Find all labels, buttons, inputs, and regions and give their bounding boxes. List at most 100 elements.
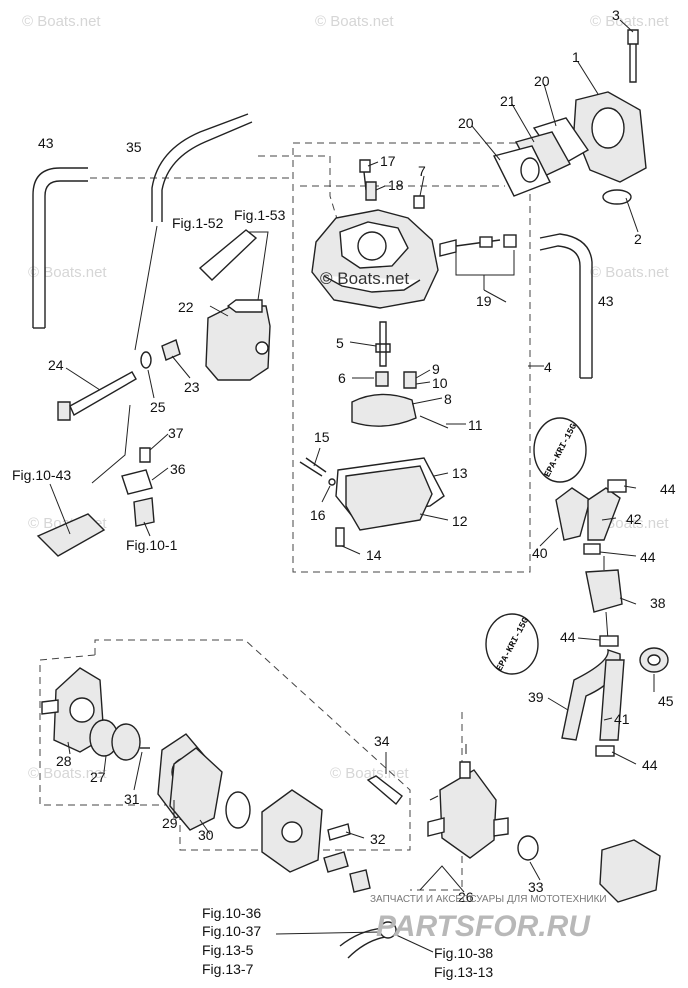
- plunger: [349, 869, 371, 893]
- washer-25: [140, 351, 152, 369]
- watermark: © Boats.net: [590, 13, 669, 30]
- callout-13: 13: [452, 465, 468, 481]
- fig-10-1-part: [133, 497, 155, 527]
- fig-ref: Fig.10-43: [12, 467, 71, 483]
- bolt-24-head: [57, 401, 71, 421]
- fig-1-53-leader: [248, 231, 269, 301]
- watermark: © Boats.net: [315, 13, 394, 30]
- pilot-spring-19: [479, 236, 493, 248]
- carb-link-dash: [258, 155, 339, 223]
- screw-32: [327, 823, 351, 841]
- fig-10-43-elbow: [36, 513, 106, 557]
- o-ring-2: [602, 189, 632, 205]
- clip-44: [595, 745, 615, 757]
- callout-37: 37: [168, 425, 184, 441]
- callout-18: 18: [388, 177, 404, 193]
- pump-inlet: [427, 817, 445, 837]
- fig-10-38-clip: [379, 921, 397, 939]
- dashed-frames: [39, 142, 531, 891]
- grommet-hole: [647, 654, 661, 666]
- callout-25: 25: [150, 399, 166, 415]
- bracket-illustration: [599, 839, 661, 903]
- fig-ref: Fig.10-36: [202, 905, 261, 921]
- callout-numbers: 3 1 20 21 20 2 43 35 17 18 7 19 43 22 5 …: [38, 7, 676, 905]
- fig-ref: Fig.10-38: [434, 945, 493, 961]
- spring-seat: [323, 851, 349, 873]
- callout-41: 41: [614, 711, 630, 727]
- carburetor-frame: [292, 142, 531, 573]
- fig-ref: Fig.1-53: [234, 207, 286, 223]
- callout-5: 5: [336, 335, 344, 351]
- callout-42: 42: [626, 511, 642, 527]
- float-8: [351, 393, 417, 427]
- collar-23: [161, 339, 181, 361]
- callout-1: 1: [572, 49, 580, 65]
- o-ring-16: [328, 478, 336, 486]
- callout-35: 35: [126, 139, 142, 155]
- bracket-top: [226, 299, 263, 313]
- callout-17: 17: [380, 153, 396, 169]
- valve-plate: [111, 723, 141, 761]
- callout-34: 34: [374, 733, 390, 749]
- callout-12: 12: [452, 513, 468, 529]
- clamp-36: [121, 469, 153, 495]
- pump-cover-hole: [281, 821, 303, 843]
- callout-8: 8: [444, 391, 452, 407]
- callout-15: 15: [314, 429, 330, 445]
- fig-ref: Fig.13-5: [202, 942, 254, 958]
- carburetor-edge: [323, 275, 421, 293]
- spring: [225, 791, 251, 829]
- clip-44: [599, 635, 619, 647]
- callout-32: 32: [370, 831, 386, 847]
- spring-18: [365, 181, 377, 201]
- needle-valve-9: [403, 371, 417, 389]
- screw-14: [335, 527, 345, 547]
- brand-tagline: ЗАПЧАСТИ И АКСЕССУАРЫ ДЛЯ МОТОТЕХНИКИ: [370, 894, 607, 905]
- callout-44: 44: [660, 481, 676, 497]
- bracket-19-leader: [455, 250, 515, 290]
- callout-24: 24: [48, 357, 64, 373]
- epa-tag-lower: EPA-KRI-15G: [485, 613, 539, 675]
- callout-40: 40: [532, 545, 548, 561]
- callout-44: 44: [642, 757, 658, 773]
- callout-21: 21: [500, 93, 516, 109]
- hose-path: [91, 225, 158, 484]
- fig-1-52-hose: [198, 229, 258, 281]
- epa-tag-shape: [485, 613, 539, 675]
- main-jet-6: [375, 371, 389, 387]
- bolt-24-shaft: [69, 371, 137, 416]
- callout-31: 31: [124, 791, 140, 807]
- callout-20: 20: [534, 73, 550, 89]
- diaphragm-30: [169, 747, 223, 831]
- callout-44: 44: [560, 629, 576, 645]
- callout-9: 9: [432, 361, 440, 377]
- carburetor-4: [311, 209, 439, 309]
- screw-7: [413, 195, 425, 209]
- nozzle-5: [375, 321, 391, 367]
- callout-43: 43: [598, 293, 614, 309]
- callout-43: 43: [38, 135, 54, 151]
- joint-hose-42: [587, 487, 621, 541]
- epa-tag-upper: EPA-KRI-15G: [533, 417, 587, 483]
- pump-body-port: [69, 697, 95, 723]
- watermarks: © Boats.net © Boats.net © Boats.net © Bo…: [22, 13, 669, 782]
- callout-26: 26: [458, 889, 474, 905]
- drain-screw-15: [299, 457, 327, 477]
- callout-23: 23: [184, 379, 200, 395]
- callout-33: 33: [528, 879, 544, 895]
- float-pin-11: [419, 415, 449, 429]
- fuel-pump-26: [439, 769, 497, 859]
- manifold-bore: [591, 107, 625, 149]
- callout-4: 4: [544, 359, 552, 375]
- pilot-cap-19: [503, 234, 517, 248]
- watermark: © Boats.net: [22, 13, 101, 30]
- fig-ref: Fig.13-13: [434, 964, 493, 980]
- callout-30: 30: [198, 827, 214, 843]
- fig-ref: Fig.13-7: [202, 961, 254, 977]
- callout-45: 45: [658, 693, 674, 709]
- watermark: © Boats.net: [590, 264, 669, 281]
- fuel-hose-43-right: [539, 233, 593, 378]
- bolt-34: [366, 775, 403, 806]
- carburetor-bore: [357, 231, 387, 261]
- fuel-hose-35: [151, 113, 253, 222]
